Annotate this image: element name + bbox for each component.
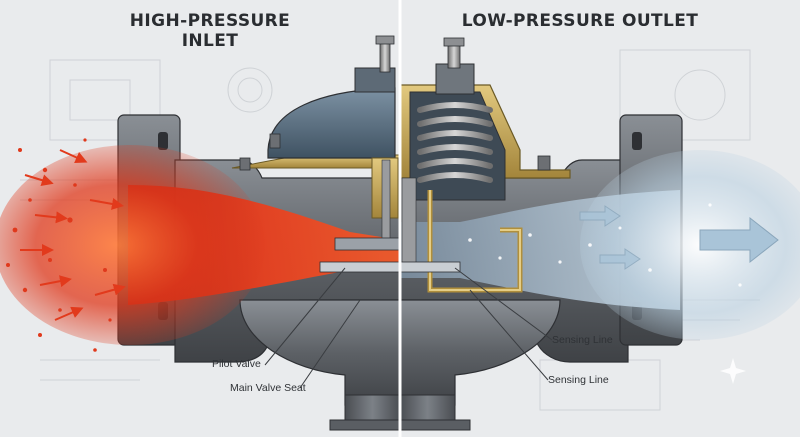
diaphragm-housing — [231, 35, 401, 273]
sensing-line-label-lower: Sensing Line — [548, 374, 609, 386]
sensing-line-label-upper: Sensing Line — [552, 334, 613, 346]
adjustment-spring — [417, 102, 493, 183]
callout-leaders — [264, 267, 553, 389]
pilot-valve-label: Pilot Valve — [212, 358, 261, 370]
outlet-heading: LOW-PRESSURE OUTLET — [461, 11, 699, 31]
high-pressure-particles — [6, 138, 112, 352]
low-pressure-particles — [468, 203, 742, 287]
flow-arrow-icon — [579, 205, 779, 270]
sparkle-icon — [720, 358, 746, 384]
sensing-line — [399, 177, 523, 293]
main-valve-seat-label: Main Valve Seat — [230, 382, 306, 394]
high-pressure-spray — [0, 145, 265, 345]
inlet-heading: HIGH-PRESSURE INLET — [129, 11, 291, 51]
low-pressure-spray — [580, 150, 800, 340]
high-pressure-arrows — [20, 149, 126, 321]
